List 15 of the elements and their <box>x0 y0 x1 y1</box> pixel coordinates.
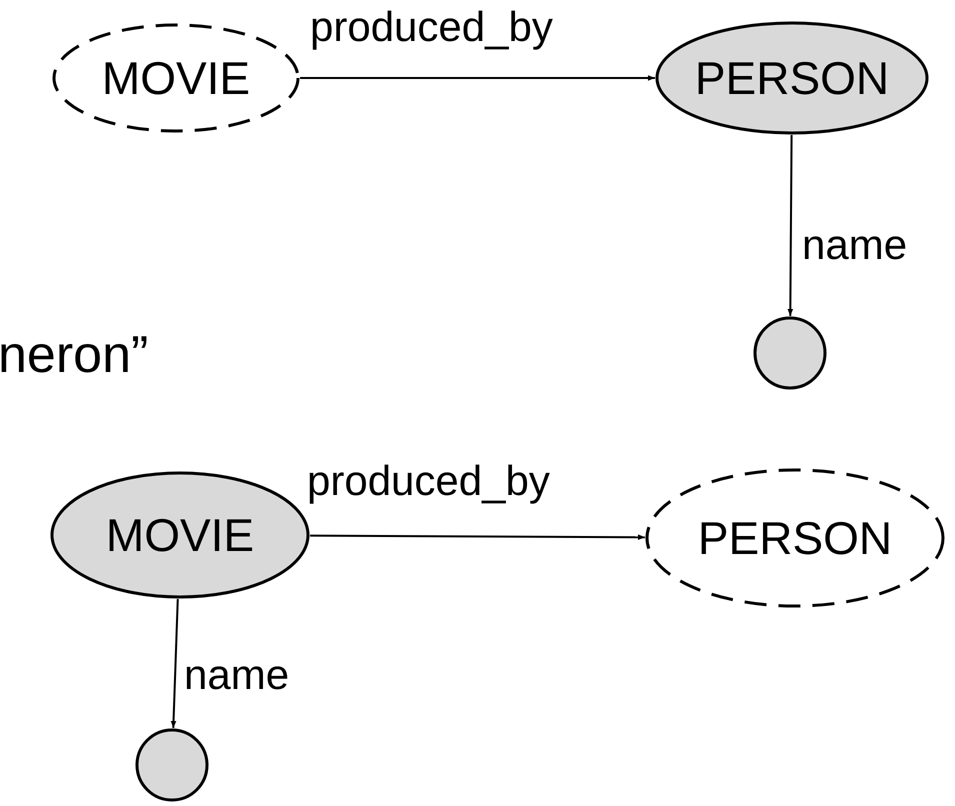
node-label: MOVIE <box>102 51 250 105</box>
entity-ellipse <box>50 471 310 599</box>
empty-circle <box>135 728 209 802</box>
dashed-ellipse <box>645 468 945 608</box>
arrow <box>310 534 646 540</box>
empty-circle <box>753 316 827 390</box>
node-label: PERSON <box>698 511 892 565</box>
arrow <box>300 75 655 81</box>
text-fragment: neron” <box>0 325 148 385</box>
entity-ellipse <box>655 21 929 135</box>
arrow <box>788 135 794 316</box>
node-label: PERSON <box>694 51 890 105</box>
node-label: MOVIE <box>106 508 254 562</box>
arrow <box>170 598 179 728</box>
dashed-ellipse <box>52 23 300 133</box>
